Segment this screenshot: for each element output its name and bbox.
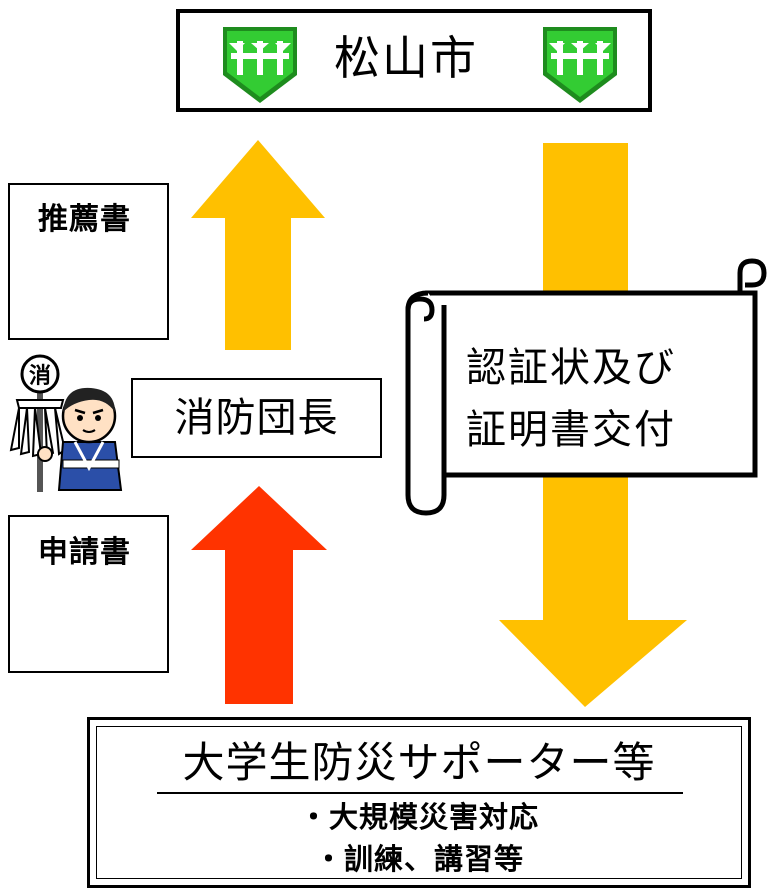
matoi-badge-text: 消 xyxy=(29,364,51,389)
recommendation-label: 推薦書 xyxy=(38,202,131,237)
city-emblem-icon xyxy=(223,27,297,103)
supporters-title: 大学生防災サポーター等 xyxy=(182,738,656,787)
recommendation-document xyxy=(8,183,169,340)
certificate-line-1: 認証状及び xyxy=(466,345,676,391)
supporters-item-disaster: ・大規模災害対応 xyxy=(298,800,539,834)
supporters-inner-border xyxy=(96,726,742,879)
certificate-text: 認証状及び 証明書交付 xyxy=(466,337,676,461)
city-emblem-icon xyxy=(543,27,617,103)
city-name: 松山市 xyxy=(334,31,478,85)
supporters-title-underline xyxy=(157,792,683,794)
application-document xyxy=(8,515,169,673)
supporters-box xyxy=(87,717,751,888)
supporters-item-training: ・訓練、講習等 xyxy=(313,842,524,876)
recommend-up-arrow xyxy=(191,140,325,350)
certificate-line-2: 証明書交付 xyxy=(466,407,676,453)
firefighter-chief-icon: 消 xyxy=(9,354,123,492)
fire-chief-box xyxy=(131,378,382,458)
fire-chief-label: 消防団長 xyxy=(174,395,339,441)
apply-up-arrow xyxy=(191,486,327,704)
certificate-scroll-shape xyxy=(405,258,767,516)
application-label: 申請書 xyxy=(38,535,131,570)
